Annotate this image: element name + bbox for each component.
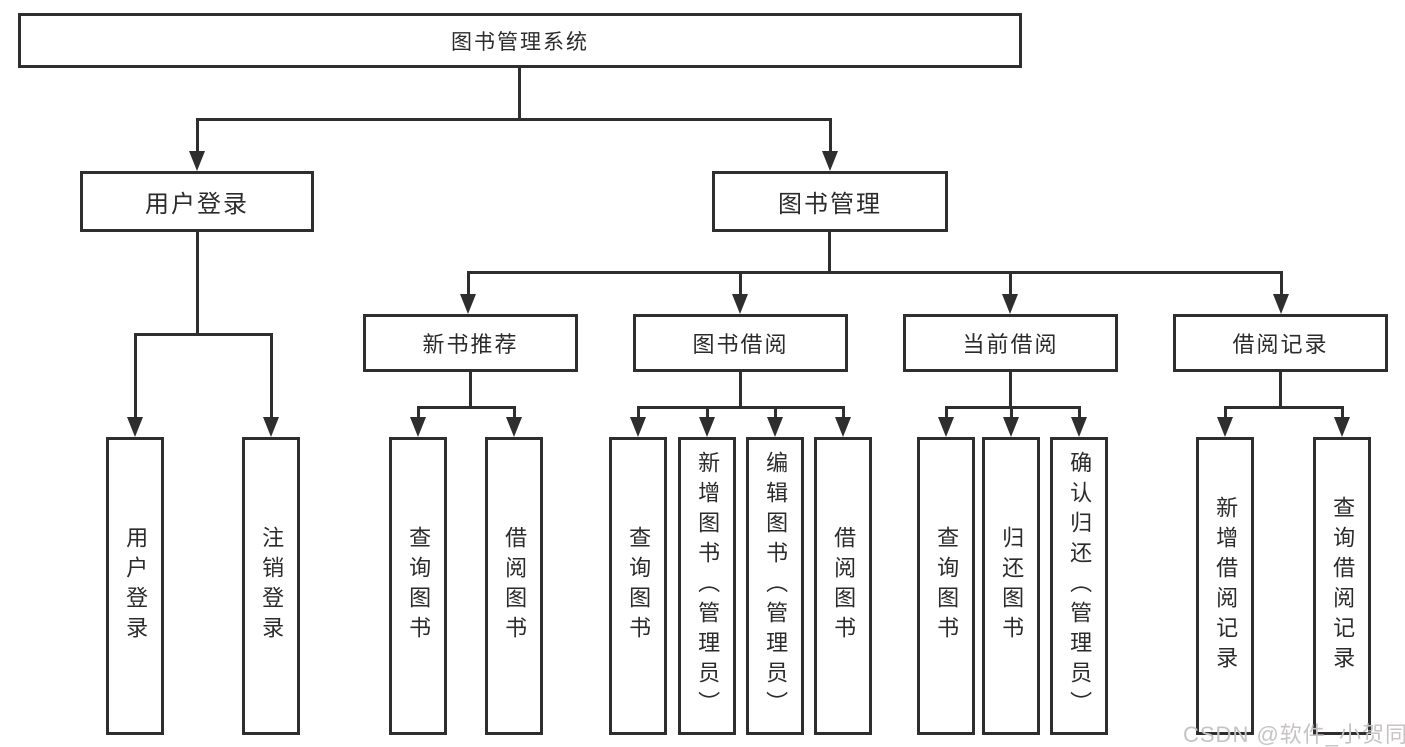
connector-line <box>739 271 742 299</box>
connector-line <box>706 406 709 420</box>
leaf-return-books: 归还图书 <box>982 437 1040 735</box>
connector-line <box>1078 406 1081 420</box>
connector-arrow-down <box>699 417 715 437</box>
connector-line <box>467 271 470 299</box>
connector-arrow-down <box>1273 294 1289 314</box>
connector-line <box>739 372 742 409</box>
connector-line <box>196 118 199 156</box>
node-user-login-branch: 用户登录 <box>80 171 314 232</box>
connector-arrow-down <box>1071 417 1087 437</box>
connector-arrow-down <box>732 294 748 314</box>
connector-line <box>270 333 273 421</box>
connector-line <box>196 232 199 336</box>
leaf-query-books-recommend: 查询图书 <box>389 437 447 735</box>
connector-line <box>417 406 420 420</box>
leaf-query-books-current: 查询图书 <box>917 437 975 735</box>
connector-line <box>945 406 1081 409</box>
connector-line <box>1279 372 1282 409</box>
connector-line <box>828 232 831 274</box>
connector-line <box>134 333 137 421</box>
leaf-borrow-books-recommend: 借阅图书 <box>485 437 543 735</box>
connector-arrow-down <box>189 151 205 171</box>
node-new-book-recommendation: 新书推荐 <box>363 314 578 372</box>
leaf-query-borrow-record: 查询借阅记录 <box>1313 437 1371 735</box>
leaf-user-login: 用户登录 <box>106 437 164 735</box>
connector-line <box>469 372 472 409</box>
connector-line <box>829 118 832 156</box>
connector-arrow-down <box>1334 417 1350 437</box>
connector-arrow-down <box>410 417 426 437</box>
connector-arrow-down <box>822 151 838 171</box>
connector-line <box>1009 372 1012 409</box>
connector-line <box>945 406 948 420</box>
connector-line <box>637 406 640 420</box>
leaf-confirm-return-admin: 确认归还（管理员） <box>1050 437 1108 735</box>
csdn-watermark: CSDN @软件_小贺同学 <box>1183 722 1405 747</box>
leaf-add-books-admin: 新增图书（管理员） <box>678 437 736 735</box>
connector-line <box>467 271 1283 274</box>
connector-arrow-down <box>1217 417 1233 437</box>
connector-line <box>842 406 845 420</box>
connector-line <box>196 118 832 121</box>
connector-arrow-down <box>835 417 851 437</box>
connector-line <box>1280 271 1283 299</box>
connector-line <box>1009 271 1012 299</box>
connector-arrow-down <box>460 294 476 314</box>
connector-line <box>518 68 521 120</box>
connector-arrow-down <box>630 417 646 437</box>
node-current-borrowing: 当前借阅 <box>903 314 1118 372</box>
node-library-management-system: 图书管理系统 <box>18 13 1022 68</box>
node-book-borrowing: 图书借阅 <box>633 314 848 372</box>
connector-line <box>637 406 845 409</box>
connector-line <box>1010 406 1013 420</box>
leaf-logout: 注销登录 <box>242 437 300 735</box>
connector-line <box>134 333 273 336</box>
connector-arrow-down <box>1002 294 1018 314</box>
connector-line <box>513 406 516 420</box>
node-borrowing-records: 借阅记录 <box>1173 314 1388 372</box>
connector-arrow-down <box>263 417 279 437</box>
connector-line <box>1224 406 1344 409</box>
connector-arrow-down <box>1003 417 1019 437</box>
leaf-add-borrow-record: 新增借阅记录 <box>1196 437 1254 735</box>
connector-arrow-down <box>127 417 143 437</box>
connector-arrow-down <box>938 417 954 437</box>
connector-line <box>417 406 516 409</box>
leaf-borrow-books-borrowing: 借阅图书 <box>814 437 872 735</box>
leaf-edit-books-admin: 编辑图书（管理员） <box>746 437 804 735</box>
node-book-management-branch: 图书管理 <box>712 171 948 232</box>
connector-arrow-down <box>506 417 522 437</box>
connector-line <box>1341 406 1344 420</box>
connector-arrow-down <box>767 417 783 437</box>
leaf-query-books-borrowing: 查询图书 <box>609 437 667 735</box>
connector-line <box>1224 406 1227 420</box>
connector-line <box>774 406 777 420</box>
